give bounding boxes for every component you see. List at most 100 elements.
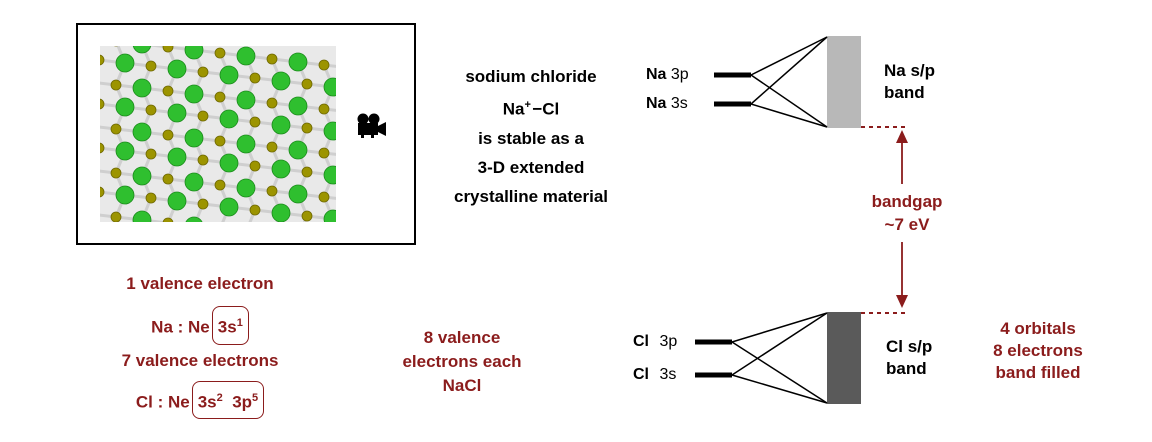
chloride-atom	[115, 141, 135, 161]
chloride-atom	[132, 166, 152, 186]
sodium-atom	[214, 135, 226, 147]
sodium-atom	[249, 72, 261, 84]
valence-each-line-2: electrons each	[402, 352, 522, 371]
sodium-atom	[197, 198, 209, 210]
cl-3s-label: Cl 3s	[633, 366, 676, 384]
sodium-atom	[162, 85, 174, 97]
desc-line-4: 3-D extended	[477, 157, 585, 177]
cl-config-box: 3s2 3p5	[191, 380, 265, 420]
chloride-atom	[219, 65, 239, 85]
chloride-atom	[288, 184, 308, 204]
na-band-label-line-2: band	[884, 83, 925, 102]
valence-each-line-1: 8 valence	[423, 328, 501, 347]
sodium-atom	[301, 210, 313, 222]
chloride-atom	[184, 128, 204, 148]
sodium-atom	[249, 160, 261, 172]
sodium-atom	[100, 54, 105, 66]
sodium-atom	[318, 191, 330, 203]
sodium-atom	[197, 110, 209, 122]
chloride-atom	[236, 134, 256, 154]
sodium-atom	[249, 116, 261, 128]
sodium-atom	[110, 79, 122, 91]
sodium-atom	[145, 192, 157, 204]
na-core: : Ne	[177, 317, 210, 337]
sodium-atom	[318, 147, 330, 159]
sodium-atom	[100, 98, 105, 110]
sodium-atom	[100, 186, 105, 198]
sodium-atom	[214, 179, 226, 191]
chloride-atom	[167, 147, 187, 167]
cl-3p-element: Cl	[633, 333, 649, 350]
sodium-atom	[214, 91, 226, 103]
sodium-atom	[249, 204, 261, 216]
cl-band-fill-label: 4 orbitals 8 electrons band filled	[972, 318, 1104, 384]
chloride-atom	[115, 53, 135, 73]
sodium-atom	[266, 97, 278, 109]
chloride-atom	[115, 185, 135, 205]
sodium-atom	[214, 47, 226, 59]
sodium-atom	[266, 185, 278, 197]
chloride-atom	[219, 197, 239, 217]
sodium-atom	[145, 148, 157, 160]
chloride-atom	[271, 159, 291, 179]
chloride-atom	[167, 191, 187, 211]
sodium-atom	[100, 142, 105, 154]
cl-fill-label-line-3: band filled	[995, 363, 1081, 382]
sodium-atom	[197, 154, 209, 166]
desc-line-5: crystalline material	[453, 186, 609, 206]
na-3p-label: Na 3p	[646, 66, 689, 84]
cl-core: : Ne	[157, 392, 190, 412]
cl-config-3p-sup: 5	[252, 391, 259, 404]
desc-line-1: sodium chloride	[465, 67, 597, 86]
bandgap-label: bandgap ~7 eV	[852, 190, 962, 236]
na-3s-label: Na 3s	[646, 95, 688, 113]
chloride-atom	[323, 77, 336, 97]
cl-3s-element: Cl	[633, 366, 649, 383]
chloride-atom	[236, 178, 256, 198]
formula-na: Na	[502, 99, 525, 119]
cl-band-rect	[827, 312, 861, 404]
bandgap-arrow-up	[896, 130, 908, 184]
sodium-atom	[110, 167, 122, 179]
desc-line-formula: Na+ −Cl	[420, 91, 642, 124]
sodium-atom	[162, 46, 174, 53]
cl-fill-label-line-2: 8 electrons	[993, 341, 1083, 360]
na-valence-title: 1 valence electron	[126, 274, 274, 293]
chloride-atom	[236, 90, 256, 110]
na-mixing-lines	[750, 36, 828, 128]
chloride-atom	[219, 109, 239, 129]
chloride-atom	[184, 84, 204, 104]
sodium-atom	[162, 217, 174, 222]
na-band-label-line-1: Na s/p	[884, 61, 936, 80]
movie-camera-icon[interactable]	[355, 112, 389, 143]
sodium-atom	[162, 173, 174, 185]
chloride-atom	[323, 209, 336, 222]
sodium-atom	[197, 66, 209, 78]
sodium-atom	[266, 53, 278, 65]
chloride-atom	[323, 165, 336, 185]
chloride-atom	[132, 210, 152, 222]
na-3s-orbital: 3s	[670, 95, 688, 112]
chloride-atom	[271, 203, 291, 222]
chloride-atom	[132, 78, 152, 98]
na-config-box: 3s1	[211, 306, 249, 345]
na-config-3s: 3s	[217, 317, 237, 337]
sodium-atom	[318, 103, 330, 115]
bandgap-label-line-2: ~7 eV	[884, 215, 930, 234]
cl-3p-label: Cl 3p	[633, 333, 677, 351]
cl-config-3s-sup: 2	[216, 391, 223, 404]
sodium-atom	[110, 211, 122, 222]
chloride-atom	[271, 115, 291, 135]
sodium-atom	[301, 166, 313, 178]
chloride-atom	[185, 216, 203, 222]
cl-config-3p: 3p	[232, 392, 253, 412]
chloride-atom	[271, 71, 291, 91]
chloride-atom	[323, 121, 336, 141]
cl-3p-orbital: 3p	[659, 333, 678, 350]
sodium-atom	[318, 59, 330, 71]
formula-cl: −Cl	[532, 99, 560, 119]
bandgap-label-line-1: bandgap	[871, 192, 943, 211]
na-band-label: Na s/p band	[884, 60, 935, 104]
